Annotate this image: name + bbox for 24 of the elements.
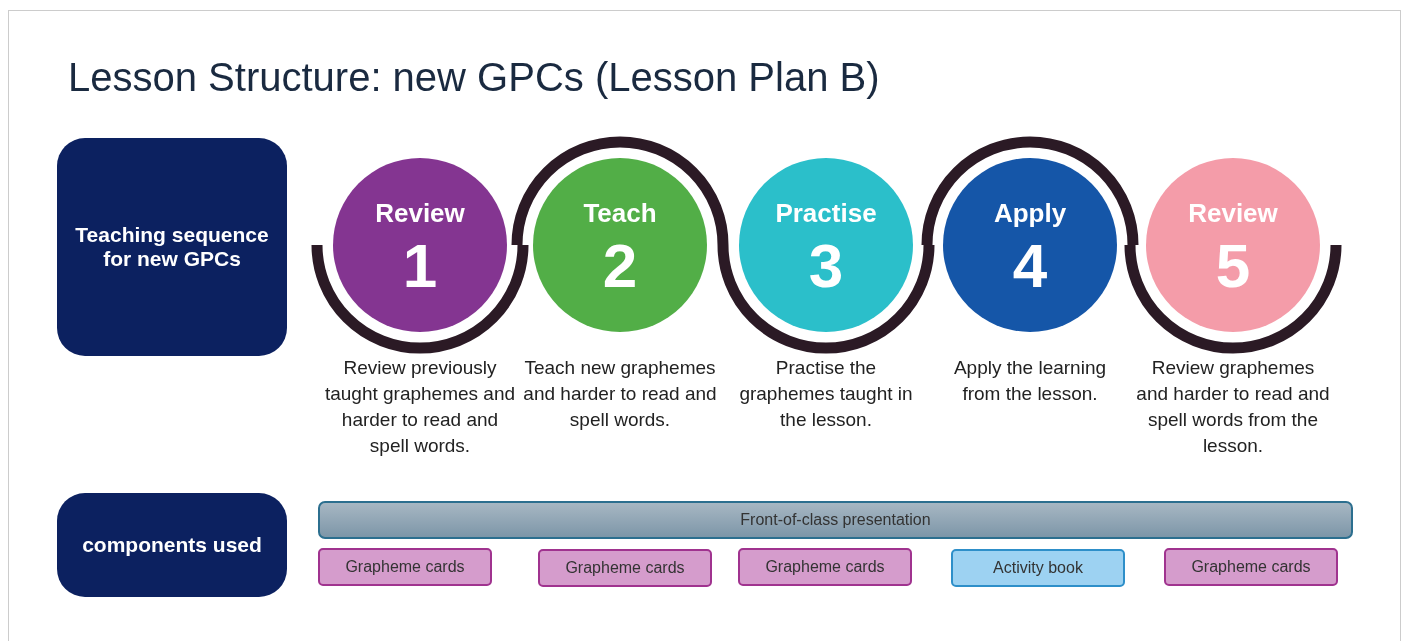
step-heading: Review xyxy=(374,198,466,229)
step-description: Teach new graphemes and harder to read and spell words. xyxy=(523,356,717,432)
step-description: Practise the graphemes taught in the lesson. xyxy=(738,356,914,432)
step-heading: Practise xyxy=(774,198,878,229)
label-box: components used xyxy=(57,493,287,597)
component-tag: Grapheme cards xyxy=(318,548,492,586)
step-number: 2 xyxy=(601,230,639,301)
step-number: 1 xyxy=(401,230,439,301)
component-tag: Grapheme cards xyxy=(538,549,712,587)
step-description: Review previously taught graphemes and harder to read and spell words. xyxy=(323,356,517,458)
component-tag: Activity book xyxy=(951,549,1125,587)
component-tag: Grapheme cards xyxy=(738,548,912,586)
label-box: Teaching sequence for new GPCs xyxy=(57,138,287,356)
step-heading: Apply xyxy=(992,198,1068,229)
step-number: 4 xyxy=(1011,230,1049,301)
step-number: 5 xyxy=(1214,230,1252,301)
presentation-bar: Front-of-class presentation xyxy=(318,501,1353,539)
slide-title: Lesson Structure: new GPCs (Lesson Plan B) xyxy=(68,55,880,100)
step-heading: Review xyxy=(1187,198,1279,229)
step-number: 3 xyxy=(807,230,845,301)
step-heading: Teach xyxy=(582,198,658,229)
step-description: Review graphemes and harder to read and spell words from the lesson. xyxy=(1136,356,1330,458)
step-description: Apply the learning from the lesson. xyxy=(952,356,1108,406)
component-tag: Grapheme cards xyxy=(1164,548,1338,586)
